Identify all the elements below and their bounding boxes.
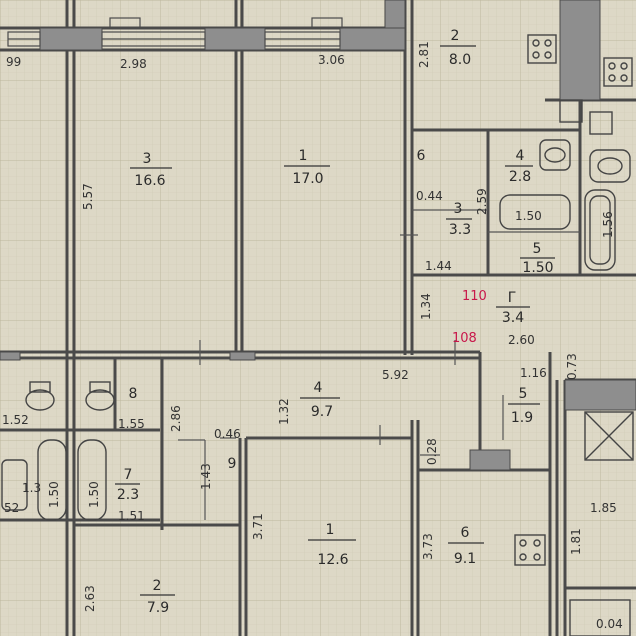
dimension-label: 2.86 bbox=[169, 405, 183, 432]
room-number: 8 bbox=[129, 386, 138, 402]
dimension-labels: 99 2.98 3.06 5.57 2.81 0.44 2.59 1.50 1.… bbox=[2, 41, 623, 631]
dimension-label: 1.52 bbox=[2, 413, 29, 427]
dimension-label: 0.46 bbox=[214, 427, 241, 441]
room-number: 2 bbox=[451, 28, 460, 44]
dimension-label: 1.32 bbox=[277, 398, 291, 425]
room-area: 1.50 bbox=[522, 260, 553, 276]
dimension-label: 3.73 bbox=[421, 533, 435, 560]
dimension-label: 0.73 bbox=[565, 353, 579, 380]
fixtures bbox=[1, 34, 634, 636]
room-number: 7 bbox=[124, 467, 133, 483]
dimension-label: 1.51 bbox=[118, 509, 145, 523]
dimension-label: 0.44 bbox=[416, 189, 443, 203]
room-number: 3 bbox=[143, 151, 152, 167]
dimension-label: 1.34 bbox=[419, 293, 433, 320]
room-number: 9 bbox=[228, 456, 237, 472]
red-annotation: 108 bbox=[452, 331, 477, 346]
dimension-label: 1.50 bbox=[87, 481, 101, 508]
dimension-label: 5.92 bbox=[382, 368, 409, 382]
dimension-label: 1.50 bbox=[515, 209, 542, 223]
room-area: 8.0 bbox=[449, 52, 471, 68]
dimension-label: 52 bbox=[4, 501, 19, 515]
dimension-label: 3.06 bbox=[318, 53, 345, 67]
dimension-label: 0.04 bbox=[596, 617, 623, 631]
dimension-label: 2.98 bbox=[120, 57, 147, 71]
dimension-label: 2.63 bbox=[83, 585, 97, 612]
room-area: 17.0 bbox=[292, 171, 323, 187]
dimension-label: 1.55 bbox=[118, 417, 145, 431]
room-number: Г bbox=[508, 290, 517, 306]
room-labels: 3 16.6 1 17.0 2 8.0 6 3 3.3 4 2.8 5 1.50… bbox=[115, 28, 555, 616]
room-number: 4 bbox=[516, 148, 525, 164]
room-area: 2.3 bbox=[117, 487, 139, 503]
room-area: 1.9 bbox=[511, 410, 533, 426]
red-annotations: 110 108 bbox=[452, 289, 487, 346]
dimension-label: 2.59 bbox=[475, 188, 489, 215]
wall-fills bbox=[0, 0, 636, 471]
red-annotation: 110 bbox=[462, 289, 487, 304]
dimension-label: 2.81 bbox=[417, 41, 431, 68]
room-area: 16.6 bbox=[134, 173, 165, 189]
dimension-label: 0.28 bbox=[425, 438, 439, 465]
room-number: 6 bbox=[461, 525, 470, 541]
dimension-label: 3.71 bbox=[251, 513, 265, 540]
dimension-label: 1.43 bbox=[199, 463, 213, 490]
room-number: 2 bbox=[153, 578, 162, 594]
room-area: 2.8 bbox=[509, 169, 531, 185]
room-number: 3 bbox=[454, 201, 463, 217]
room-area: 3.3 bbox=[449, 222, 471, 238]
dimension-label: 1.3 bbox=[22, 481, 41, 495]
dimension-label: 2.60 bbox=[508, 333, 535, 347]
thin-lines bbox=[178, 209, 580, 520]
dimension-label: 1.81 bbox=[569, 528, 583, 555]
room-number: 1 bbox=[299, 148, 308, 164]
dimension-label: 99 bbox=[6, 55, 21, 69]
dimension-label: 1.44 bbox=[425, 259, 452, 273]
dimension-label: 1.50 bbox=[47, 481, 61, 508]
room-number: 4 bbox=[314, 380, 323, 396]
room-area: 3.4 bbox=[502, 310, 524, 326]
room-area: 12.6 bbox=[317, 552, 348, 568]
dimension-label: 1.56 bbox=[601, 211, 615, 238]
room-number: 6 bbox=[417, 148, 426, 164]
room-number: 1 bbox=[326, 522, 335, 538]
room-area: 9.1 bbox=[454, 551, 476, 567]
room-number: 5 bbox=[519, 386, 528, 402]
room-number: 5 bbox=[533, 241, 542, 257]
dimension-label: 1.16 bbox=[520, 366, 547, 380]
room-area: 9.7 bbox=[311, 404, 333, 420]
dimension-label: 5.57 bbox=[81, 183, 95, 210]
windows bbox=[7, 17, 343, 47]
dimension-label: 1.85 bbox=[590, 501, 617, 515]
room-area: 7.9 bbox=[147, 600, 169, 616]
